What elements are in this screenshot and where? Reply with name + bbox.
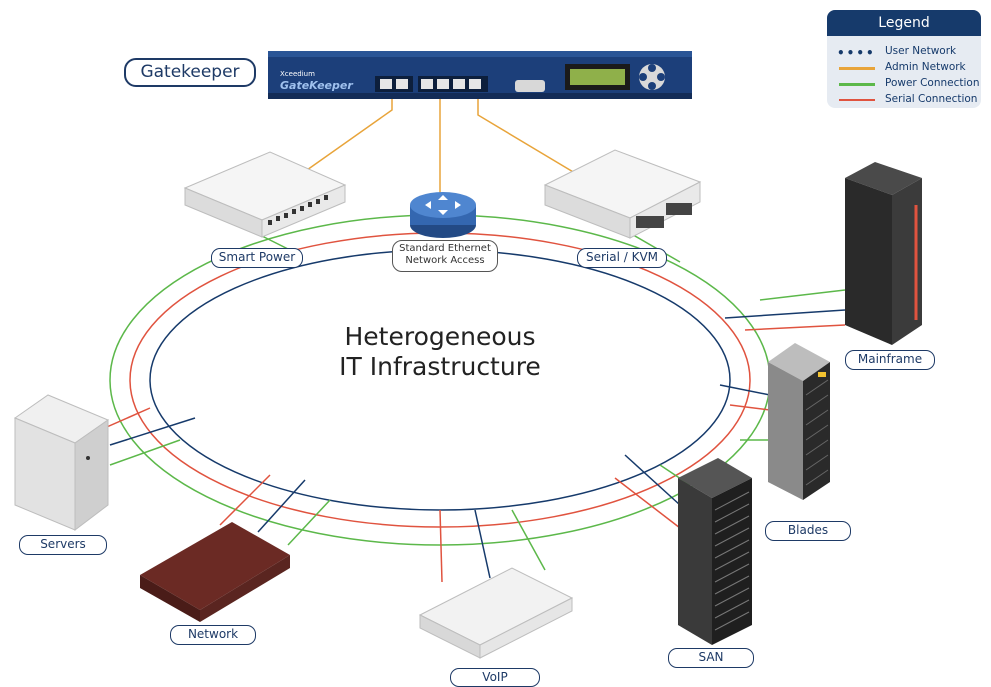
standard-access-label: Standard Ethernet Network Access [392, 240, 498, 272]
admin-network-swatch [839, 67, 875, 70]
servers-label: Servers [19, 535, 107, 555]
blades-label: Blades [765, 521, 851, 541]
voip-device [418, 567, 574, 659]
legend-item-user-network: •••• User Network [827, 44, 981, 60]
standard-access-line1: Standard Ethernet [399, 243, 491, 254]
legend-item-admin-network: Admin Network [827, 60, 981, 76]
center-title-line1: Heterogeneous [344, 322, 536, 351]
power-connection-swatch [839, 83, 875, 86]
legend-item-serial-connection: Serial Connection [827, 92, 981, 108]
center-title: Heterogeneous IT Infrastructure [290, 322, 590, 382]
mainframe-label: Mainframe [845, 350, 935, 370]
serial-kvm-label: Serial / KVM [577, 248, 667, 268]
legend-label: Admin Network [885, 61, 966, 73]
blades-device [768, 343, 830, 500]
device-model: GateKeeper [280, 79, 353, 92]
smart-power-label: Smart Power [211, 248, 303, 268]
serial-kvm-device [543, 149, 702, 239]
user-network-swatch: •••• [837, 46, 876, 60]
legend-item-power-connection: Power Connection [827, 76, 981, 92]
legend: Legend •••• User Network Admin Network P… [827, 10, 981, 108]
mainframe-device [845, 162, 922, 345]
router-device [410, 192, 476, 238]
admin-line-serial [477, 88, 591, 183]
gatekeeper-label: Gatekeeper [124, 58, 256, 87]
serial-connection-swatch [839, 99, 875, 101]
network-device [140, 522, 290, 622]
legend-label: Power Connection [885, 77, 980, 89]
servers-device [13, 394, 110, 532]
legend-label: Serial Connection [885, 93, 978, 105]
standard-access-line2: Network Access [405, 255, 485, 266]
san-device [678, 458, 752, 645]
smart-power-device [183, 151, 347, 238]
gatekeeper-device [268, 51, 692, 99]
legend-label: User Network [885, 45, 957, 57]
network-label: Network [170, 625, 256, 645]
legend-title: Legend [827, 10, 981, 36]
center-title-line2: IT Infrastructure [339, 352, 541, 381]
san-label: SAN [668, 648, 754, 668]
spoke-lines [99, 231, 846, 583]
device-brand: Xceedium [280, 70, 315, 78]
voip-label: VoIP [450, 668, 540, 687]
